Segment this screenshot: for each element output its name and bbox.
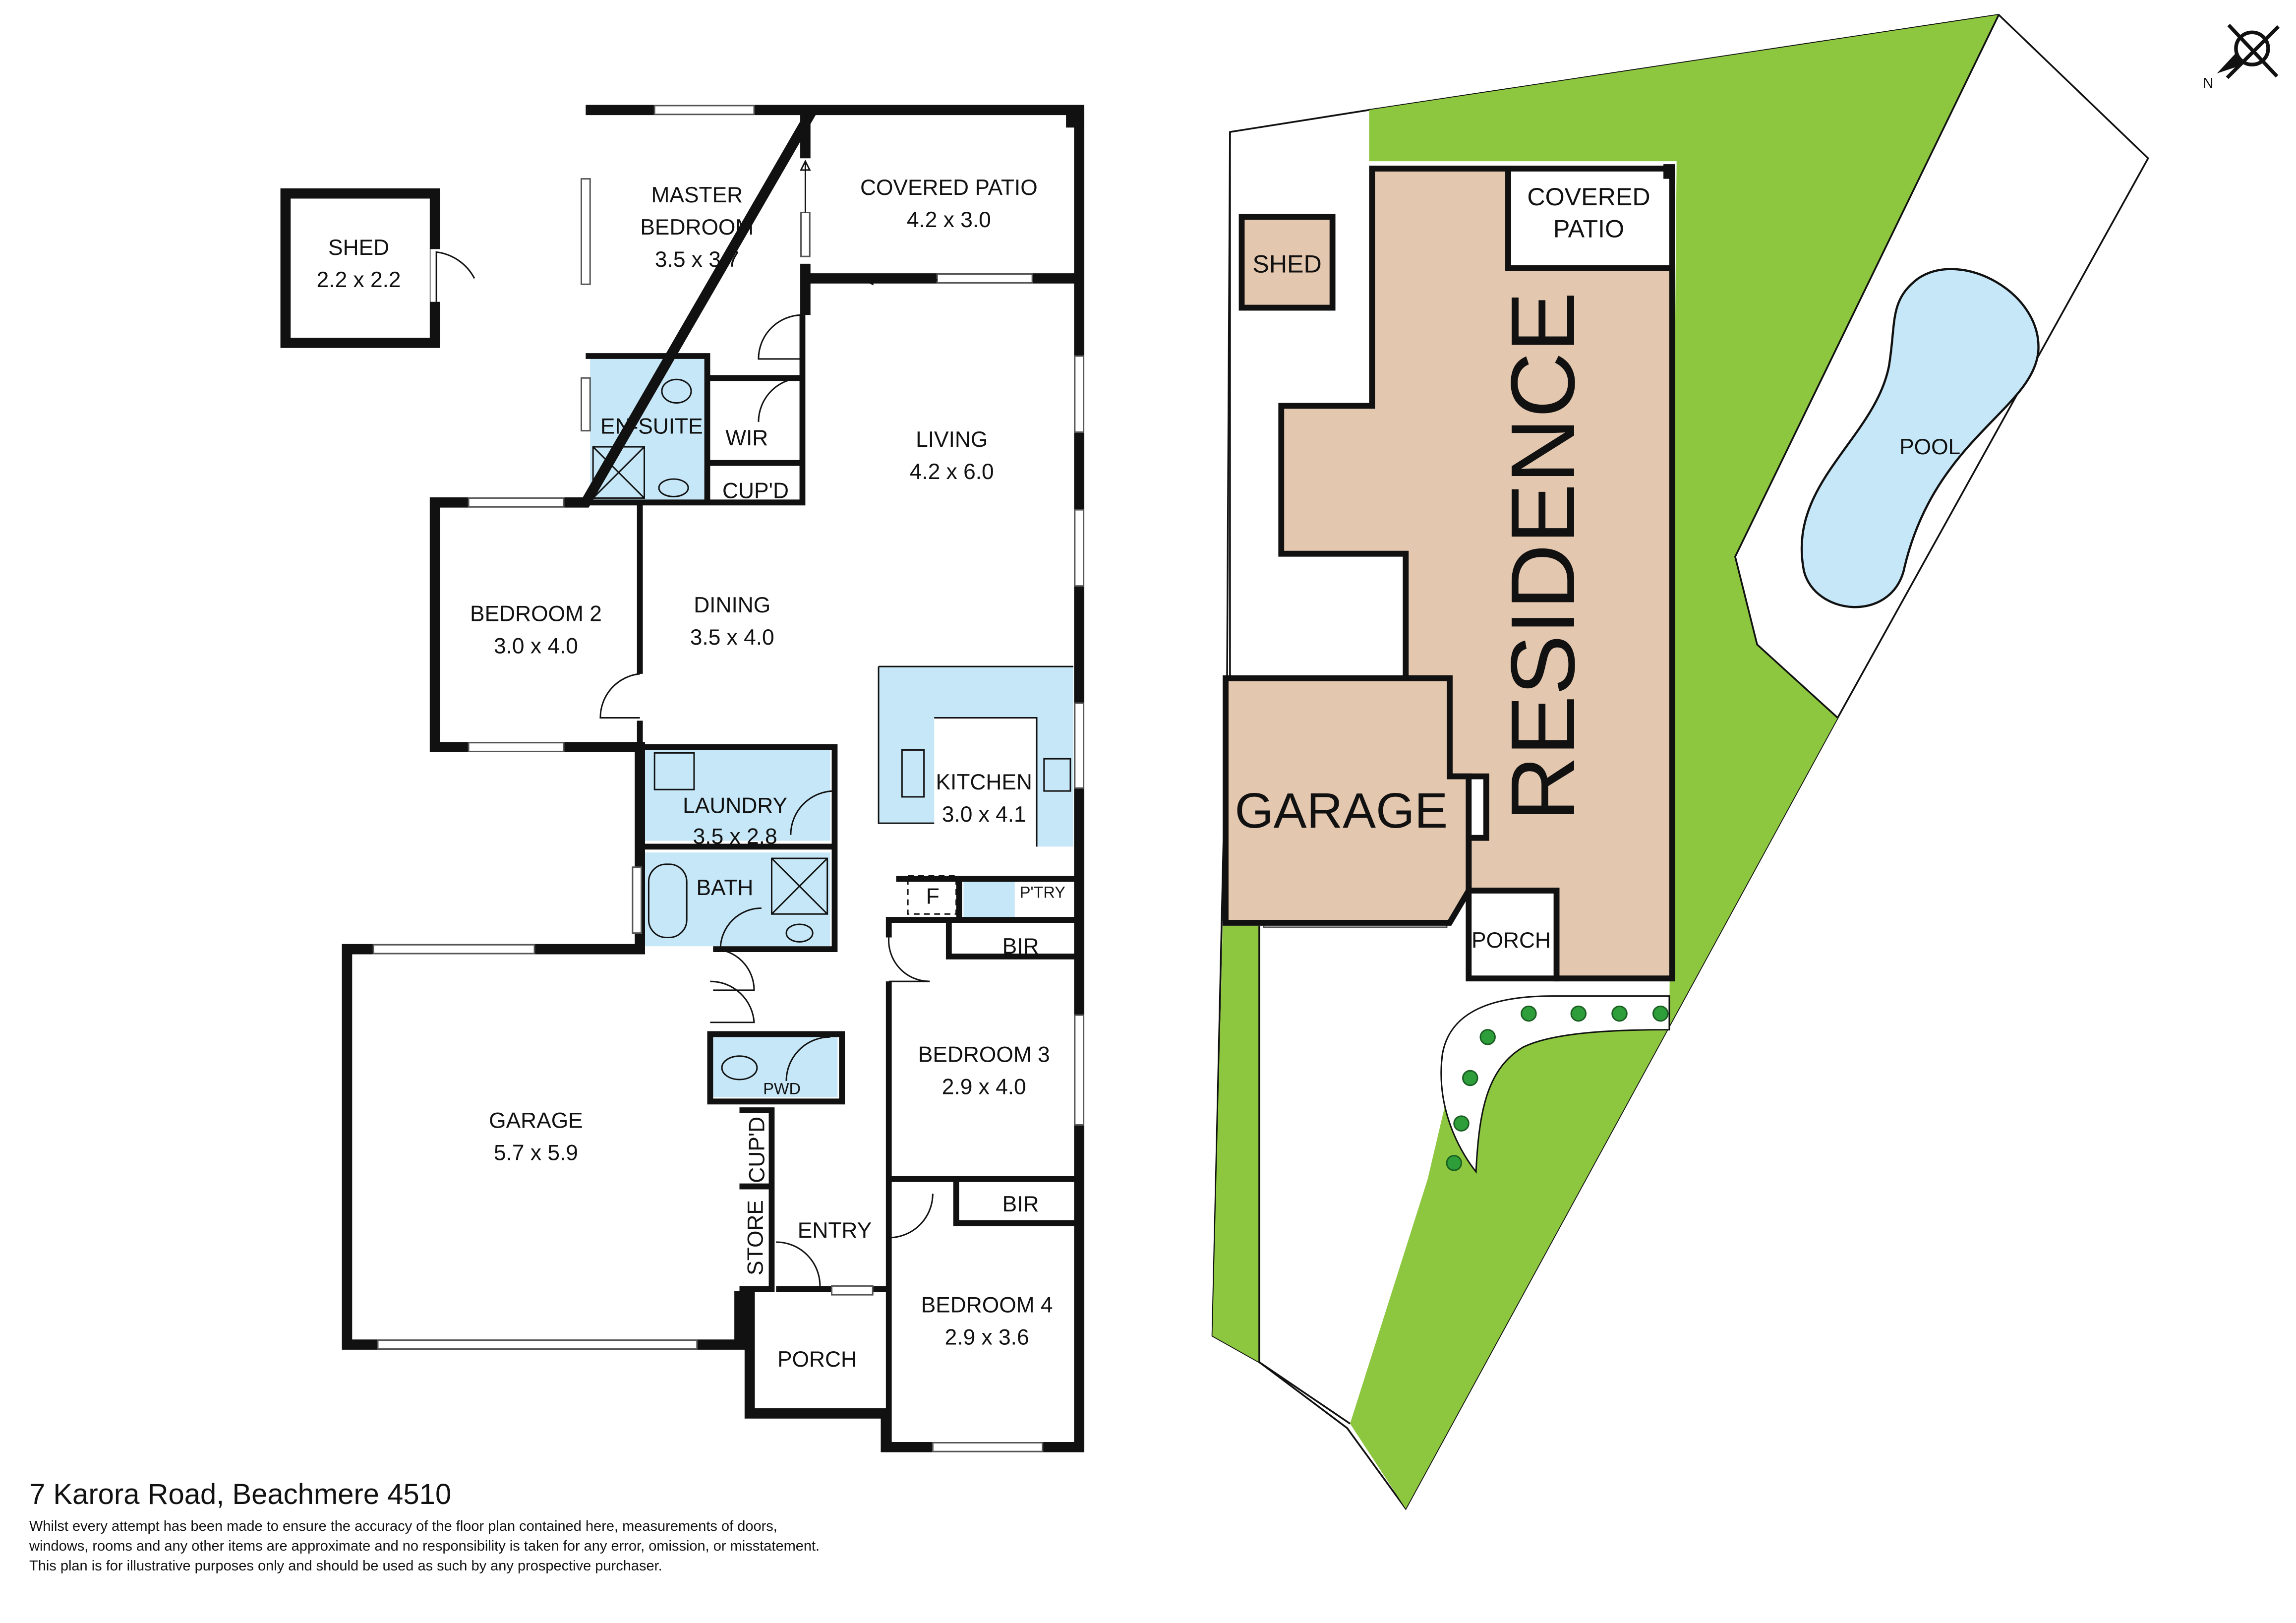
- fridge-space: [907, 875, 957, 915]
- patio-size: 4.2 x 3.0: [907, 208, 991, 232]
- room-labels: SHED 2.2 x 2.2 MASTER BEDROOM 3.5 x 3.7 …: [317, 176, 1065, 1372]
- compass-north-icon: N: [2203, 23, 2280, 91]
- wir-label: WIR: [725, 426, 768, 450]
- kitchen-bench: [879, 666, 1073, 847]
- shed-label: SHED: [328, 236, 389, 260]
- bir2-label: BIR: [1002, 1192, 1039, 1216]
- shower-icon: [770, 857, 828, 915]
- bedroom4-label: BEDROOM 4: [921, 1293, 1053, 1318]
- pool-shape: [1800, 268, 2040, 608]
- kitchen-island-outline: [934, 717, 1038, 847]
- lawn-strip: [1212, 925, 1259, 1362]
- fridge-label: F: [926, 885, 940, 909]
- site-porch-label: PORCH: [1472, 928, 1551, 953]
- garage-size: 5.7 x 5.9: [494, 1141, 578, 1165]
- site-covered-patio: [1505, 166, 1675, 271]
- shrubs: [1446, 1005, 1669, 1171]
- toilet-icon: [661, 378, 692, 404]
- store-label: STORE: [744, 1200, 768, 1275]
- site-plan: POOL SHED COVERED PATIO RESIDENCE GARAGE…: [1211, 13, 2280, 1510]
- shower-icon: [592, 446, 645, 499]
- disclaimer-line: Whilst every attempt has been made to en…: [29, 1518, 777, 1534]
- laundry-size: 3.5 x 2.8: [693, 824, 777, 848]
- bath-label: BATH: [697, 876, 754, 900]
- interior-walls: [586, 315, 1079, 1447]
- garage-label: GARAGE: [489, 1108, 583, 1133]
- living-label: LIVING: [916, 427, 988, 452]
- pantry-label: P'TRY: [1020, 884, 1065, 902]
- living-size: 4.2 x 6.0: [910, 460, 994, 484]
- basin-icon: [658, 478, 689, 497]
- fixtures: [592, 378, 1071, 1081]
- laundry-area: [644, 750, 830, 841]
- shed-size: 2.2 x 2.2: [317, 268, 401, 292]
- master-label: MASTER: [651, 183, 743, 207]
- bath-area: [644, 852, 830, 947]
- site-garage-label: GARAGE: [1235, 783, 1448, 839]
- master-label-2: BEDROOM: [640, 215, 754, 240]
- dining-size: 3.5 x 4.0: [690, 625, 774, 650]
- pool-label: POOL: [1899, 435, 1960, 459]
- pantry-area: [963, 879, 1015, 917]
- compass-label: N: [2203, 75, 2213, 91]
- site-patio-label-2: PATIO: [1553, 215, 1624, 243]
- site-shed: [1238, 214, 1336, 311]
- disclaimer-line: This plan is for illustrative purposes o…: [29, 1558, 662, 1574]
- sink-icon: [901, 749, 925, 798]
- residence-label: RESIDENCE: [1492, 292, 1593, 821]
- disclaimer-line: windows, rooms and any other items are a…: [29, 1538, 820, 1554]
- cooktop-icon: [1043, 758, 1071, 792]
- bedroom2-size: 3.0 x 4.0: [494, 634, 578, 659]
- lot-lines: [1229, 14, 2000, 1425]
- shed-door-icon: [435, 251, 475, 302]
- dining-label: DINING: [694, 593, 770, 617]
- entry-label: ENTRY: [798, 1218, 872, 1243]
- garage-footprint: [1223, 675, 1472, 926]
- property-address: 7 Karora Road, Beachmere 4510: [29, 1478, 452, 1510]
- bathtub-icon: [648, 863, 688, 938]
- cupd-label: CUP'D: [722, 479, 789, 503]
- bir-label: BIR: [1002, 934, 1039, 959]
- bedroom3-label: BEDROOM 3: [918, 1043, 1050, 1067]
- bedroom2-label: BEDROOM 2: [470, 602, 602, 626]
- cupd2-label: CUP'D: [745, 1117, 769, 1183]
- disclaimer: Whilst every attempt has been made to en…: [29, 1516, 971, 1576]
- ensuite-label: EN-SUITE: [600, 415, 703, 439]
- floor-plan: SHED 2.2 x 2.2 MASTER BEDROOM 3.5 x 3.7 …: [280, 105, 1448, 1452]
- laundry-label: LAUNDRY: [683, 793, 787, 818]
- toilet-icon: [721, 1055, 758, 1081]
- kitchen-label: KITCHEN: [936, 770, 1032, 794]
- tub-icon: [653, 752, 695, 790]
- site-patio-label: COVERED: [1527, 183, 1650, 211]
- site-shed-label: SHED: [1252, 250, 1321, 278]
- porch-label: PORCH: [777, 1347, 857, 1372]
- pwd-label: PWD: [763, 1080, 801, 1098]
- master-size: 3.5 x 3.7: [655, 247, 739, 272]
- kitchen-size: 3.0 x 4.1: [942, 802, 1026, 827]
- basin-icon: [785, 923, 814, 943]
- doors: [599, 159, 938, 1286]
- pwd-area: [713, 1037, 838, 1097]
- garden-path: [1440, 995, 1670, 1174]
- bedroom3-size: 2.9 x 4.0: [942, 1075, 1026, 1099]
- patio-label: COVERED PATIO: [860, 176, 1038, 200]
- kitchen-bench-outline: [878, 665, 1073, 824]
- bedroom4-size: 2.9 x 3.6: [945, 1325, 1029, 1350]
- site-porch: [1466, 888, 1560, 982]
